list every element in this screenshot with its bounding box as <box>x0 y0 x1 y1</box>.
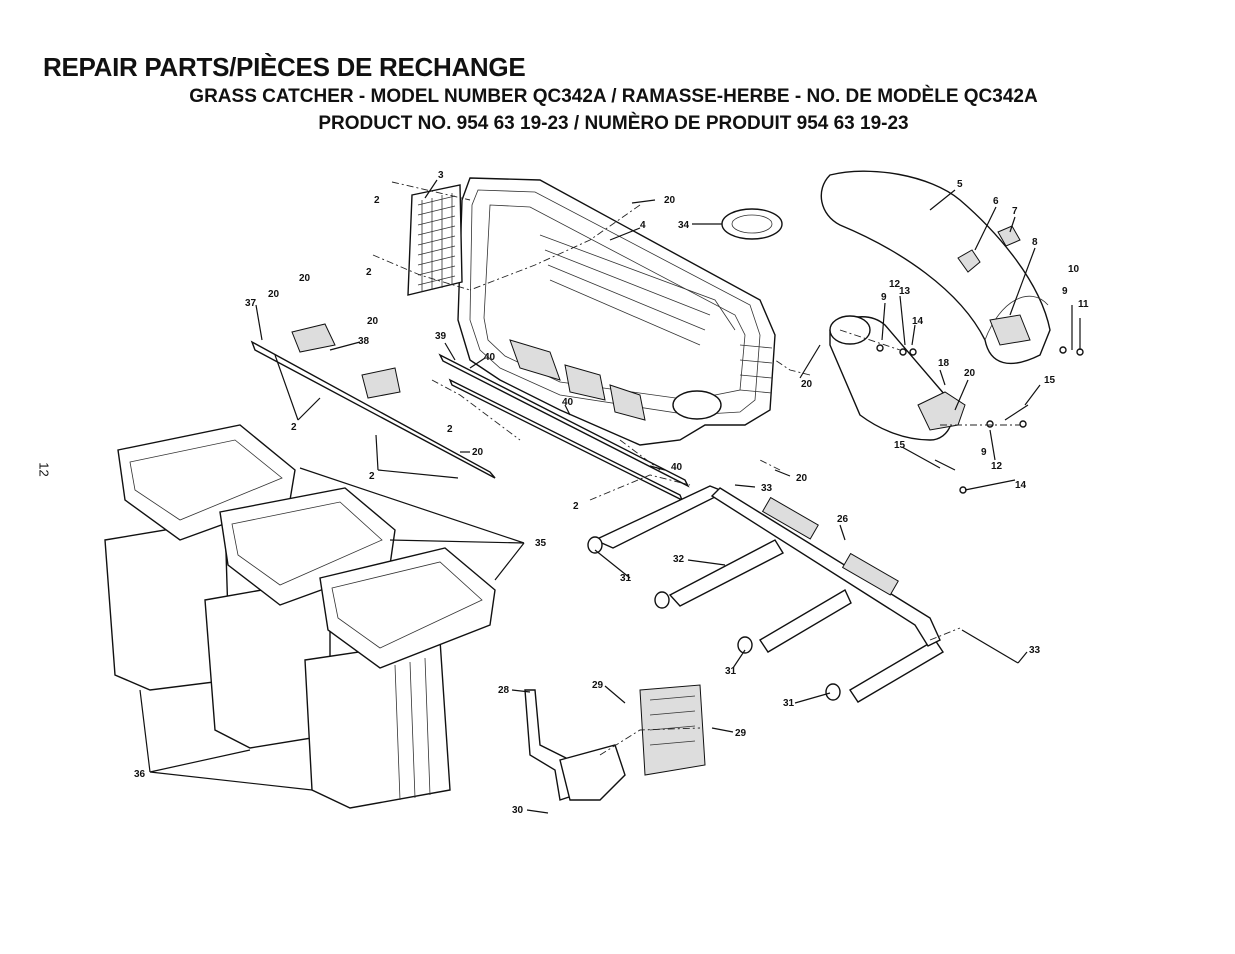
callout-40: 40 <box>484 352 496 363</box>
screen-part <box>407 184 463 296</box>
callout-32: 32 <box>673 554 685 565</box>
callout-34: 34 <box>678 220 690 231</box>
callout-26: 26 <box>837 514 849 525</box>
leader-lines <box>139 179 1041 814</box>
callout-14: 14 <box>1015 480 1027 491</box>
hitch-part <box>524 684 706 801</box>
callout-18: 18 <box>938 358 950 369</box>
knob-7 <box>997 225 1021 247</box>
callout-5: 5 <box>957 179 963 190</box>
rail-parts <box>250 340 690 502</box>
callout-13: 13 <box>899 286 911 297</box>
callout-33: 33 <box>1029 645 1041 656</box>
callout-20: 20 <box>964 368 976 379</box>
callout-39: 39 <box>435 331 447 342</box>
callout-29: 29 <box>735 728 747 739</box>
callout-30: 30 <box>512 805 524 816</box>
callout-15: 15 <box>1044 375 1056 386</box>
latch-8 <box>989 314 1031 346</box>
callout-2: 2 <box>573 501 579 512</box>
callout-12: 12 <box>889 279 901 290</box>
callout-11: 11 <box>1078 299 1089 310</box>
callout-20: 20 <box>299 273 311 284</box>
page-title: REPAIR PARTS/PIÈCES DE RECHANGE <box>43 52 526 82</box>
callout-labels: 2 3 20 4 34 5 6 7 8 10 9 11 12 9 13 14 2… <box>134 170 1089 816</box>
callout-20: 20 <box>796 473 808 484</box>
callout-20: 20 <box>801 379 813 390</box>
callout-2: 2 <box>291 422 297 433</box>
bracket-6 <box>957 249 981 273</box>
basket-3 <box>304 547 496 809</box>
callout-6: 6 <box>993 196 999 207</box>
model-subtitle: GRASS CATCHER - MODEL NUMBER QC342A / RA… <box>189 86 1038 107</box>
callout-36: 36 <box>134 769 146 780</box>
callout-33: 33 <box>761 483 773 494</box>
callout-31: 31 <box>620 573 632 584</box>
catcher-housing <box>457 177 776 446</box>
adapter-part <box>829 315 966 441</box>
callout-7: 7 <box>1012 206 1018 217</box>
callout-15: 15 <box>894 440 906 451</box>
callout-29: 29 <box>592 680 604 691</box>
callout-20: 20 <box>472 447 484 458</box>
bolt-33 <box>961 629 1019 664</box>
callout-14: 14 <box>912 316 924 327</box>
assembly-lines <box>372 181 1020 756</box>
callout-20: 20 <box>664 195 676 206</box>
callout-9: 9 <box>1062 286 1068 297</box>
callout-2: 2 <box>366 267 372 278</box>
callout-2: 2 <box>374 195 380 206</box>
product-subtitle: PRODUCT NO. 954 63 19-23 / NUMÈRO DE PRO… <box>318 113 909 134</box>
callout-31: 31 <box>725 666 737 677</box>
callout-31: 31 <box>783 698 795 709</box>
callout-20: 20 <box>367 316 379 327</box>
callout-2: 2 <box>447 424 453 435</box>
callout-20: 20 <box>268 289 280 300</box>
callout-10: 10 <box>1068 264 1080 275</box>
callout-9: 9 <box>881 292 887 303</box>
callout-40: 40 <box>562 397 574 408</box>
right-hardware <box>876 305 1084 494</box>
callout-38: 38 <box>358 336 370 347</box>
callout-4: 4 <box>640 220 646 231</box>
frame-part <box>587 485 944 703</box>
callout-2: 2 <box>369 471 375 482</box>
bracket-38 <box>291 323 401 399</box>
callout-8: 8 <box>1032 237 1038 248</box>
callout-3: 3 <box>438 170 444 181</box>
callout-40: 40 <box>671 462 683 473</box>
callout-12: 12 <box>991 461 1003 472</box>
ring-part <box>721 208 783 240</box>
callout-9: 9 <box>981 447 987 458</box>
callout-37: 37 <box>245 298 257 309</box>
basket-1 <box>104 424 296 691</box>
callout-35: 35 <box>535 538 547 549</box>
callout-28: 28 <box>498 685 510 696</box>
